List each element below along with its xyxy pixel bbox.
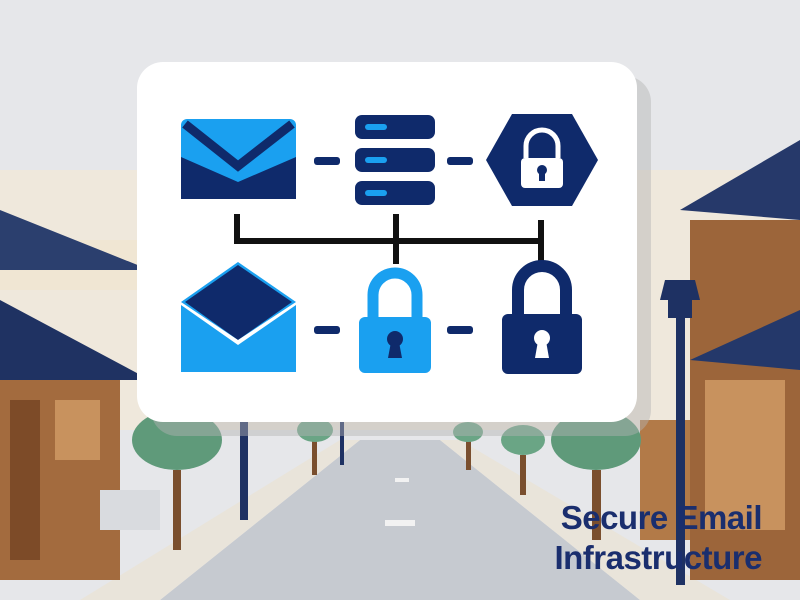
padlock-icon: [502, 260, 582, 374]
caption-line-1: Secure Email: [560, 499, 763, 536]
padlock-icon: [359, 267, 431, 373]
street-lamp: [240, 280, 700, 585]
envelope-closed-icon: [181, 119, 296, 199]
server-icon: [355, 115, 435, 205]
envelope-open-icon: [181, 262, 296, 372]
connector-dash: [447, 157, 473, 165]
connector-dash: [314, 326, 340, 334]
diagram-card: [137, 62, 637, 422]
hexagon-lock-icon: [486, 114, 598, 206]
trees: [132, 410, 641, 550]
diagram-svg: [181, 114, 598, 374]
caption-line-2: Infrastructure: [554, 539, 762, 576]
connector-dash: [447, 326, 473, 334]
bracket-connector: [234, 214, 544, 264]
connector-dash: [314, 157, 340, 165]
left-house: [0, 210, 160, 580]
caption-title: Secure Email Infrastructure: [462, 498, 762, 578]
